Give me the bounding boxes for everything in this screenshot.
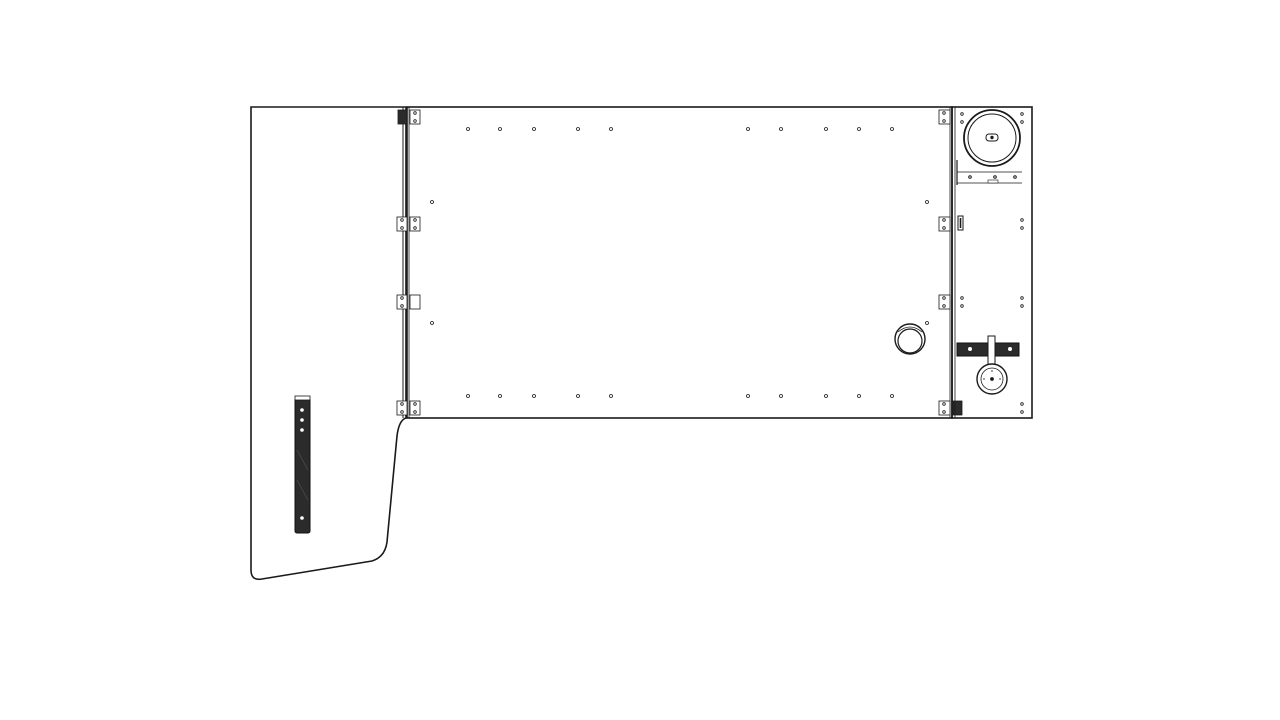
top-hole-row <box>466 127 894 131</box>
main-panel-outline <box>406 106 953 419</box>
fan-unit <box>956 109 1022 185</box>
right-side-panel <box>951 106 1033 419</box>
rail-hatch <box>296 479 309 501</box>
rail-hole <box>300 516 304 520</box>
hinge <box>396 400 421 416</box>
rail-hatch <box>296 449 309 471</box>
cable-grommet <box>894 323 926 355</box>
mounting-rail <box>294 395 311 534</box>
hinge <box>396 294 421 310</box>
bottom-hole-row <box>466 394 894 398</box>
gauge-dial <box>976 363 1008 395</box>
hinge <box>397 109 421 125</box>
rail-hole <box>300 418 304 422</box>
hinge <box>938 294 951 310</box>
side-holes <box>430 200 929 325</box>
slot-bracket <box>957 215 964 231</box>
rail-hole <box>300 408 304 412</box>
right-hinges <box>938 109 963 416</box>
lower-bracket <box>956 335 1020 367</box>
right-panel-outline <box>951 106 1033 419</box>
mounting-rail-cap <box>294 395 311 401</box>
bracket-stem <box>987 335 996 367</box>
hinge <box>938 400 963 416</box>
hinge <box>396 216 421 232</box>
left-hinges <box>396 109 421 416</box>
hinge <box>938 216 951 232</box>
right-panel-holes <box>960 112 1024 414</box>
left-panel-outline <box>250 106 407 581</box>
main-panel <box>406 106 953 419</box>
mounting-rail-body <box>294 397 311 534</box>
left-side-panel <box>250 106 407 581</box>
rail-hole <box>300 428 304 432</box>
hinge <box>938 109 951 125</box>
